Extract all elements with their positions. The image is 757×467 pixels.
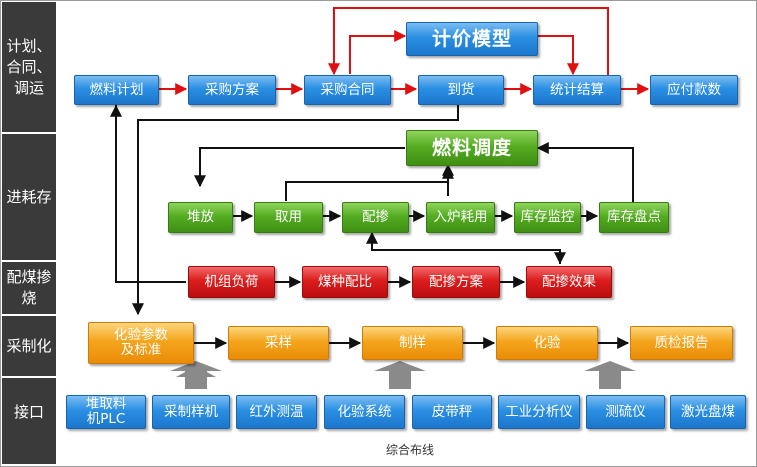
- stacker-plc-label: 堆取料机PLC: [85, 396, 127, 427]
- assay-standard-box[interactable]: 化验参数及标准: [88, 322, 194, 364]
- band-label-plan: 计划、合同、调运: [2, 8, 56, 126]
- purchase-plan-box[interactable]: 采购方案: [188, 75, 276, 105]
- band-separator: [2, 376, 56, 378]
- stacker-plc-box[interactable]: 堆取料机PLC: [66, 395, 146, 429]
- blending-box[interactable]: 配掺: [342, 202, 409, 233]
- category-column: 计划、合同、调运 进耗存 配煤掺烧 采制化 接口: [2, 2, 56, 464]
- assay-system-box[interactable]: 化验系统: [324, 395, 405, 429]
- stock-monitor-box[interactable]: 库存监控: [514, 202, 581, 233]
- band-label-interface-text: 接口: [13, 402, 44, 421]
- sampler-box[interactable]: 采制样机: [152, 395, 230, 429]
- band-separator: [2, 314, 56, 316]
- purchase-contract-box[interactable]: 采购合同: [304, 75, 391, 105]
- quality-report-box[interactable]: 质检报告: [630, 326, 733, 360]
- stock-count-box[interactable]: 库存盘点: [599, 202, 669, 233]
- assay-box[interactable]: 化验: [496, 326, 598, 360]
- reclaim-box[interactable]: 取用: [254, 202, 323, 233]
- band-label-plan-text: 计划、合同、调运: [6, 36, 52, 97]
- arrival-box[interactable]: 到货: [418, 75, 504, 105]
- fuel-dispatch-box[interactable]: 燃料调度: [406, 130, 538, 166]
- band-separator: [2, 132, 56, 134]
- plan-flow-arrows: [158, 7, 650, 95]
- infrared-temp-box[interactable]: 红外测温: [236, 395, 317, 429]
- settlement-box[interactable]: 统计结算: [533, 75, 621, 105]
- band-label-stock-text: 进耗存: [6, 187, 52, 206]
- payables-box[interactable]: 应付款数: [650, 75, 738, 105]
- coal-ratio-box[interactable]: 煤种配比: [302, 266, 388, 298]
- band-label-stock: 进耗存: [2, 134, 56, 260]
- interface-up-arrows: [170, 361, 636, 389]
- sampling-box[interactable]: 采样: [228, 326, 329, 360]
- industrial-analyzer-box[interactable]: 工业分析仪: [498, 395, 580, 429]
- unit-load-box[interactable]: 机组负荷: [188, 266, 275, 298]
- assay-standard-label: 化验参数及标准: [114, 327, 168, 358]
- fuel-plan-box[interactable]: 燃料计划: [74, 75, 159, 105]
- band-label-sampling: 采制化: [2, 316, 56, 376]
- pricing-model-box[interactable]: 计价模型: [406, 22, 538, 56]
- blend-result-box[interactable]: 配掺效果: [526, 266, 612, 298]
- band-label-blend: 配煤掺烧: [2, 262, 56, 314]
- band-label-blend-text: 配煤掺烧: [6, 268, 52, 307]
- stacking-box[interactable]: 堆放: [168, 202, 233, 233]
- footer-cabling-label: 综合布线: [385, 443, 434, 457]
- sample-prep-box[interactable]: 制样: [362, 326, 463, 360]
- band-separator: [2, 260, 56, 262]
- furnace-consumption-box[interactable]: 入炉耗用: [426, 202, 495, 233]
- belt-scale-box[interactable]: 皮带秤: [412, 395, 492, 429]
- sulfur-meter-box[interactable]: 测硫仪: [586, 395, 665, 429]
- band-label-sampling-text: 采制化: [6, 336, 52, 355]
- control-flow-arrows: [110, 104, 634, 349]
- blend-plan-box[interactable]: 配掺方案: [412, 266, 500, 298]
- laser-coal-survey-box[interactable]: 激光盘煤: [670, 395, 746, 429]
- band-label-interface: 接口: [2, 378, 56, 446]
